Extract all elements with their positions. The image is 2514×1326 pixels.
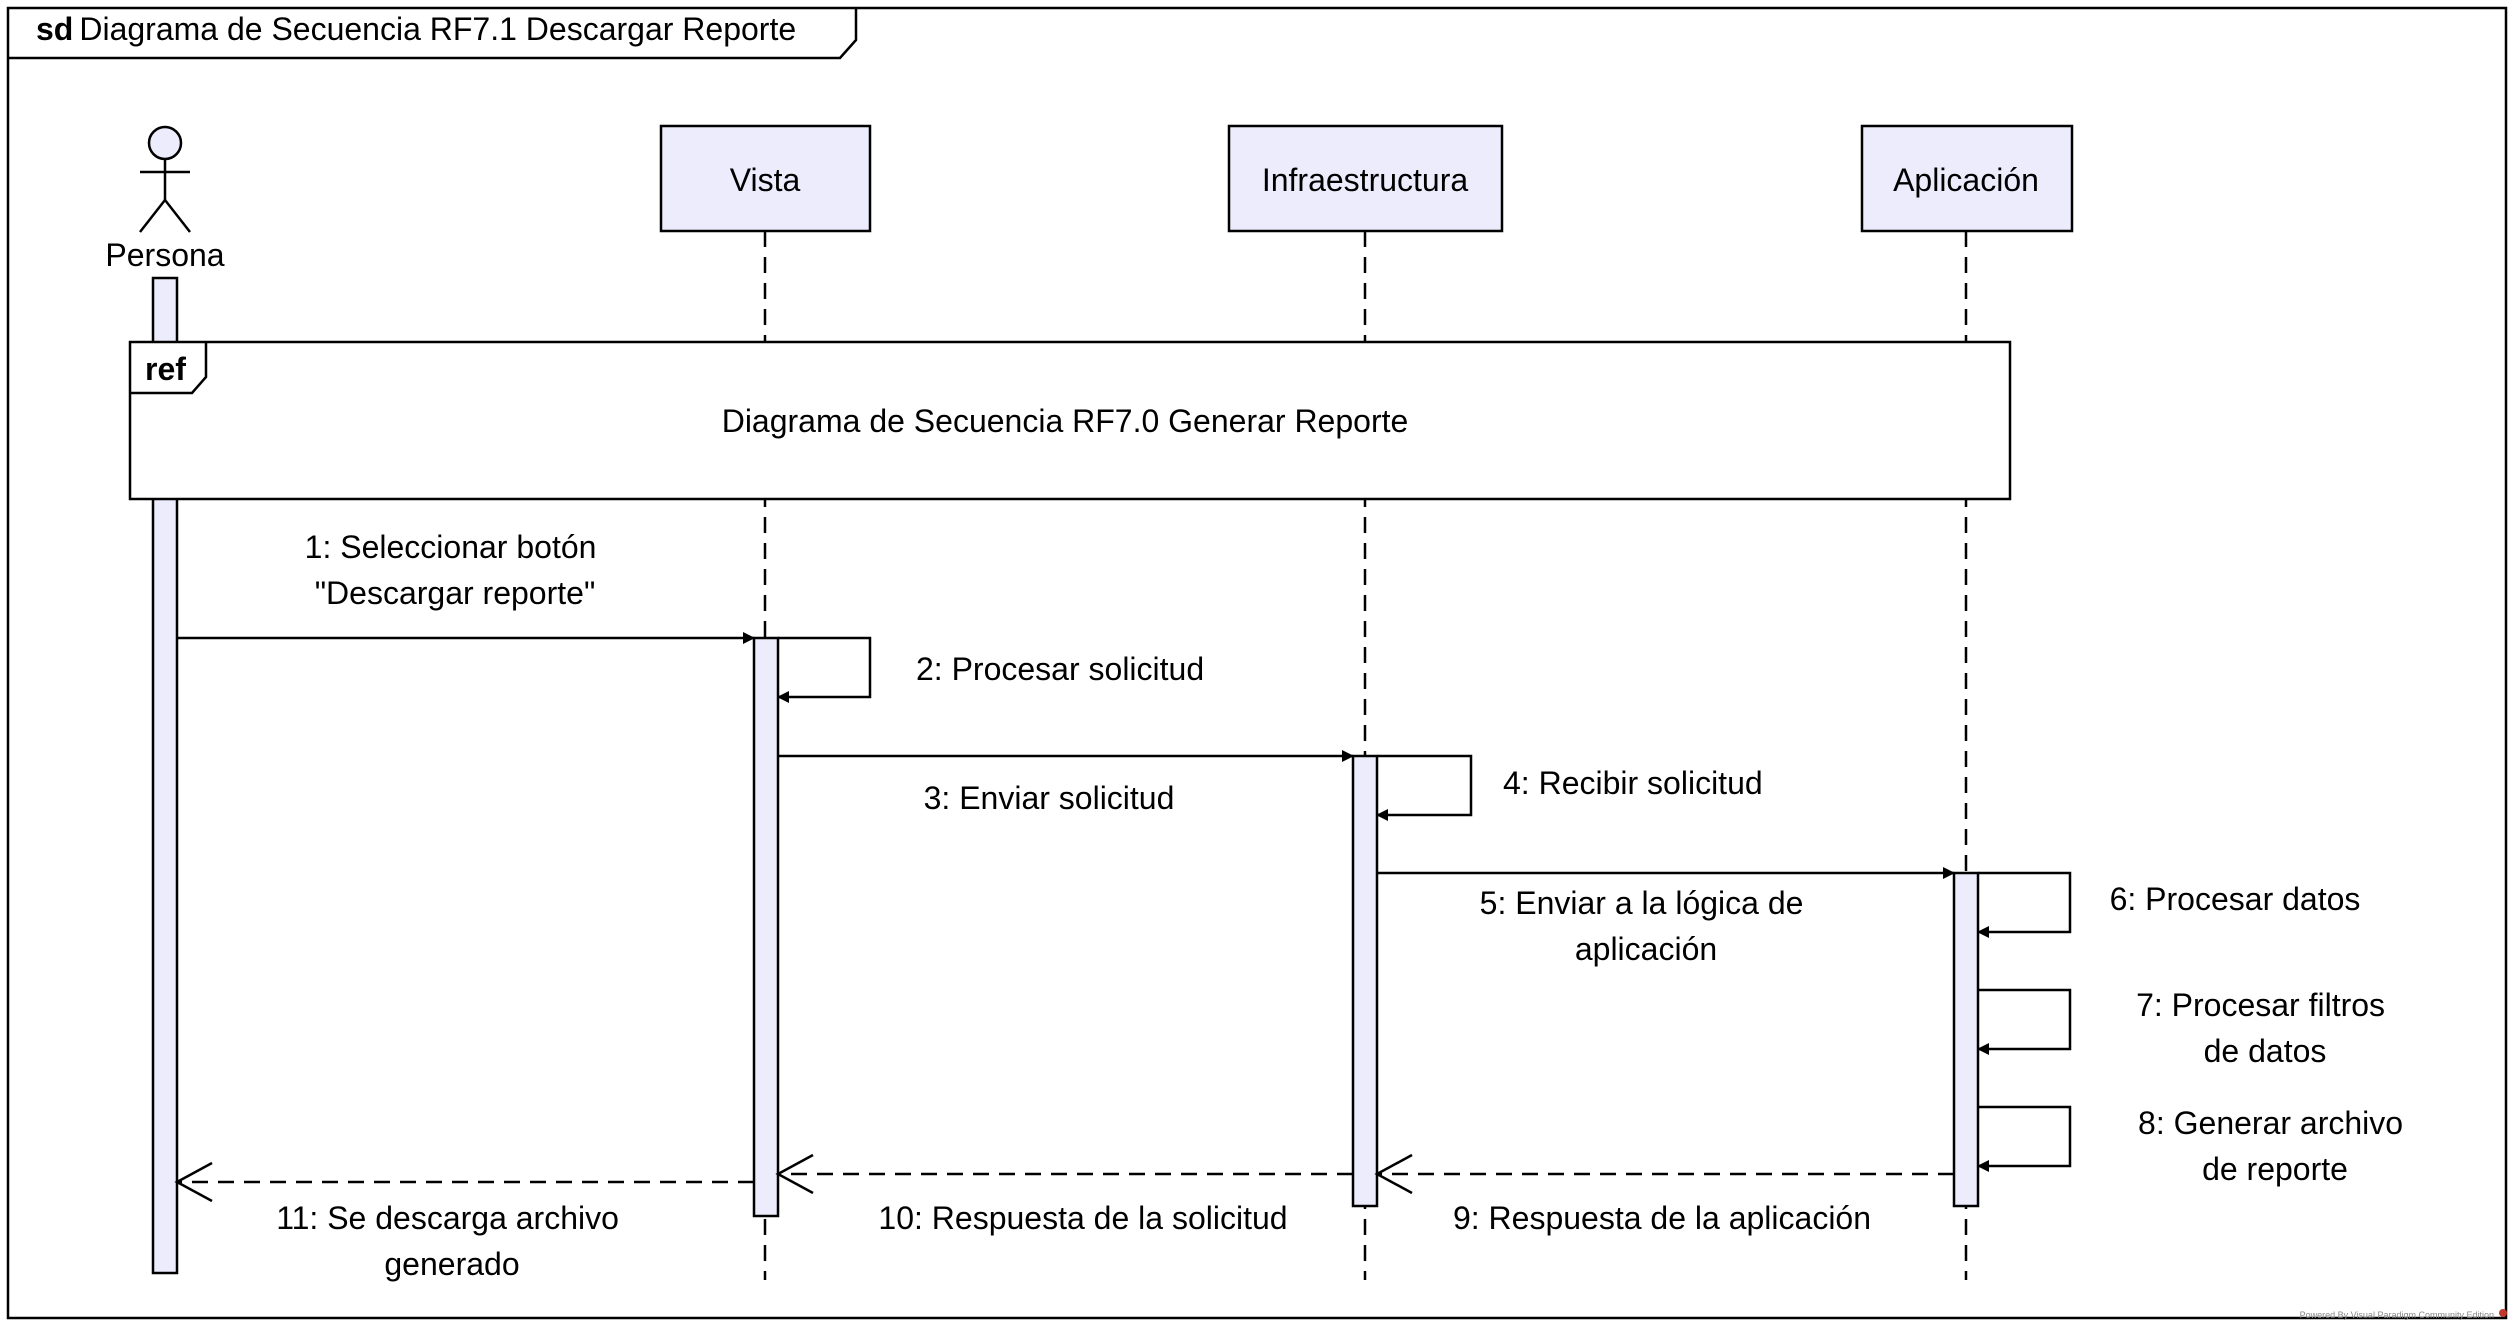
message-arrow bbox=[1376, 754, 1473, 821]
message-label: 6: Procesar datos bbox=[2110, 881, 2361, 917]
message-2: 2: Procesar solicitud bbox=[777, 636, 1204, 703]
lifeline-label-infraestructura: Infraestructura bbox=[1262, 162, 1469, 198]
open-arrowhead-icon bbox=[1374, 1153, 1413, 1195]
message-label: 5: Enviar a la lógica de aplicación bbox=[1480, 885, 1813, 967]
lifeline-label-vista: Vista bbox=[730, 162, 801, 198]
visual-paradigm-logo-icon bbox=[2499, 1309, 2507, 1317]
sd-frame-border bbox=[6, 6, 2508, 1320]
message-10: 10: Respuesta de la solicitud bbox=[775, 1153, 1353, 1236]
actor-label: Persona bbox=[105, 237, 224, 273]
message-label: 1: Seleccionar botón "Descargar reporte" bbox=[305, 529, 606, 611]
message-8: 8: Generar archivo de reporte bbox=[1977, 1105, 2412, 1187]
message-9: 9: Respuesta de la aplicación bbox=[1374, 1153, 1954, 1236]
message-3: 3: Enviar solicitud bbox=[778, 750, 1354, 816]
message-label: 4: Recibir solicitud bbox=[1503, 765, 1763, 801]
lifeline-infraestructura: Infraestructura bbox=[1227, 124, 1504, 1280]
open-arrowhead-icon bbox=[174, 1161, 213, 1203]
ref-box bbox=[128, 340, 2012, 501]
message-label: 9: Respuesta de la aplicación bbox=[1453, 1200, 1871, 1236]
sd-frame-tab bbox=[8, 8, 858, 60]
message-label: 3: Enviar solicitud bbox=[924, 780, 1175, 816]
actor-persona: Persona bbox=[105, 125, 225, 1275]
diagram-title: Diagrama de Secuencia RF7.1 Descargar Re… bbox=[79, 11, 796, 47]
activation-aplicacion bbox=[1952, 871, 1980, 1208]
message-label: 8: Generar archivo de reporte bbox=[2138, 1105, 2412, 1187]
message-6: 6: Procesar datos bbox=[1977, 871, 2361, 938]
sd-keyword: sd bbox=[36, 11, 73, 47]
lifeline-head-aplicacion bbox=[1860, 124, 2074, 233]
watermark: Powered By Visual Paradigm Community Edi… bbox=[2300, 1310, 2494, 1320]
message-5: 5: Enviar a la lógica de aplicación bbox=[1377, 867, 1955, 967]
stick-figure-icon bbox=[139, 125, 191, 233]
activation-infraestructura bbox=[1351, 754, 1379, 1208]
lifeline-head-infraestructura bbox=[1227, 124, 1504, 233]
ref-tab bbox=[130, 342, 208, 395]
message-7: 7: Procesar filtros de datos bbox=[1977, 987, 2394, 1069]
lifeline-label-aplicacion: Aplicación bbox=[1893, 162, 2039, 198]
lifeline-head-vista bbox=[659, 124, 872, 233]
message-arrow bbox=[1977, 1105, 2072, 1172]
message-1: 1: Seleccionar botón "Descargar reporte" bbox=[177, 529, 755, 644]
message-11: 11: Se descarga archivo generado bbox=[174, 1161, 754, 1282]
lifeline-aplicacion: Aplicación bbox=[1860, 124, 2074, 1280]
message-label: 7: Procesar filtros de datos bbox=[2136, 987, 2394, 1069]
message-label: 2: Procesar solicitud bbox=[916, 651, 1204, 687]
message-label: 11: Se descarga archivo generado bbox=[276, 1200, 628, 1282]
lifeline-vista: Vista bbox=[659, 124, 872, 1280]
message-arrow bbox=[1977, 988, 2072, 1055]
activation-vista bbox=[752, 636, 780, 1218]
message-arrow bbox=[777, 636, 872, 703]
message-label: 10: Respuesta de la solicitud bbox=[878, 1200, 1287, 1236]
ref-label: Diagrama de Secuencia RF7.0 Generar Repo… bbox=[722, 403, 1409, 439]
ref-fragment: ref Diagrama de Secuencia RF7.0 Generar … bbox=[128, 340, 2012, 501]
ref-keyword: ref bbox=[145, 351, 186, 387]
message-4: 4: Recibir solicitud bbox=[1376, 754, 1763, 821]
open-arrowhead-icon bbox=[775, 1153, 814, 1195]
message-arrow bbox=[1977, 871, 2072, 938]
